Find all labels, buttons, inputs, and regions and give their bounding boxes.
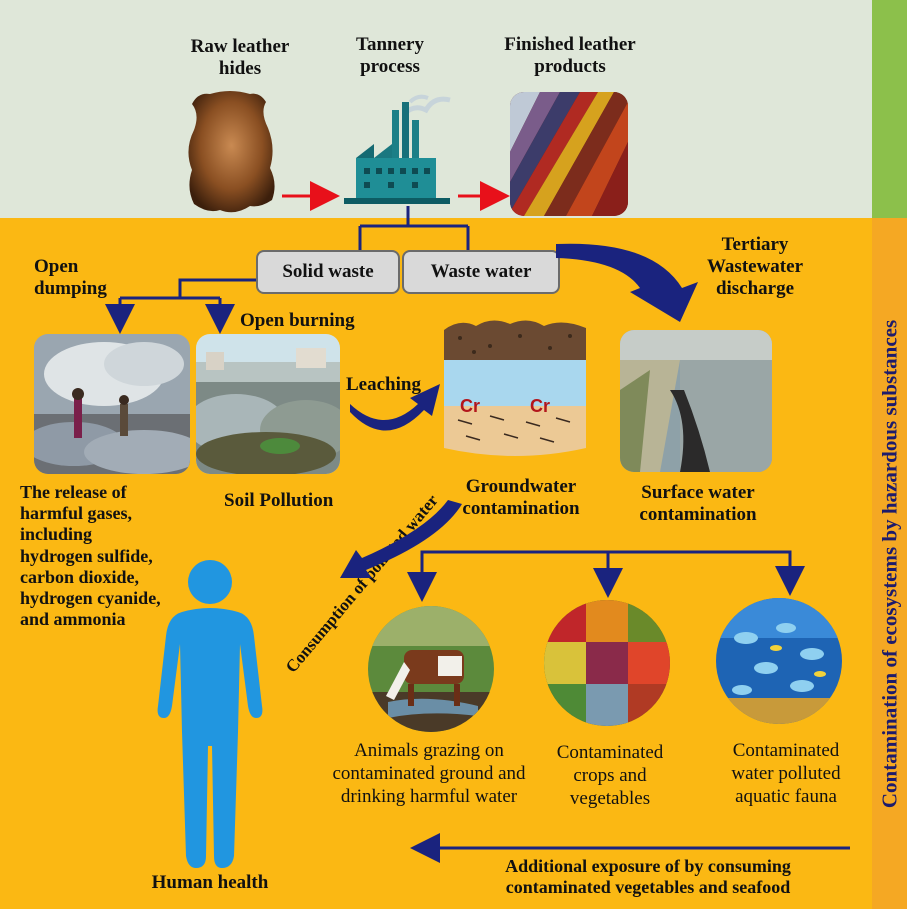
tannery-split-connector — [358, 206, 470, 250]
tertiary-discharge-label: Tertiary Wastewater discharge — [706, 234, 804, 299]
solid-waste-box: Solid waste — [256, 250, 400, 294]
additional-exposure-label: Additional exposure of by consuming cont… — [505, 856, 791, 897]
human-figure-icon — [157, 560, 263, 868]
cr-label-left: Cr — [460, 396, 481, 416]
leather-hide-image — [188, 91, 275, 213]
open-dumping-label: Open dumping — [34, 256, 107, 300]
leaching-arrow — [350, 384, 440, 431]
consumption-arrow — [340, 500, 462, 578]
tannery-label: Tannery process — [356, 34, 424, 77]
tertiary-discharge-arrow — [556, 243, 698, 322]
aquatic-fauna-image — [716, 598, 842, 724]
raw-leather-label: Raw leather hides — [190, 36, 290, 79]
branch-connector — [420, 550, 792, 580]
open-dumping-image — [34, 334, 190, 474]
harmful-gases-label: The release of harmful gases, including … — [20, 482, 161, 630]
surface-water-image — [620, 330, 772, 472]
crops-label: Contaminated crops and vegetables — [556, 742, 664, 809]
human-health-label: Human health — [151, 872, 269, 893]
surface-water-label: Surface water contamination — [639, 482, 757, 525]
finished-leather-image — [510, 92, 628, 216]
soil-pollution-label: Soil Pollution — [224, 490, 334, 511]
side-bar-green — [872, 0, 907, 218]
cr-label-right: Cr — [530, 396, 551, 416]
animals-label: Animals grazing on contaminated ground a… — [332, 740, 526, 807]
side-bar-orange — [872, 218, 907, 909]
factory-icon — [344, 94, 451, 204]
open-burning-label: Open burning — [240, 310, 355, 331]
open-burning-image — [196, 334, 340, 474]
finished-label: Finished leather products — [504, 34, 636, 77]
leaching-label: Leaching — [346, 374, 421, 395]
aquatic-label: Contaminated water polluted aquatic faun… — [731, 740, 841, 807]
groundwater-label: Groundwater contamination — [462, 476, 580, 519]
solid-waste-split-connector — [120, 278, 256, 300]
waste-water-box: Waste water — [402, 250, 560, 294]
groundwater-diagram — [444, 320, 586, 456]
